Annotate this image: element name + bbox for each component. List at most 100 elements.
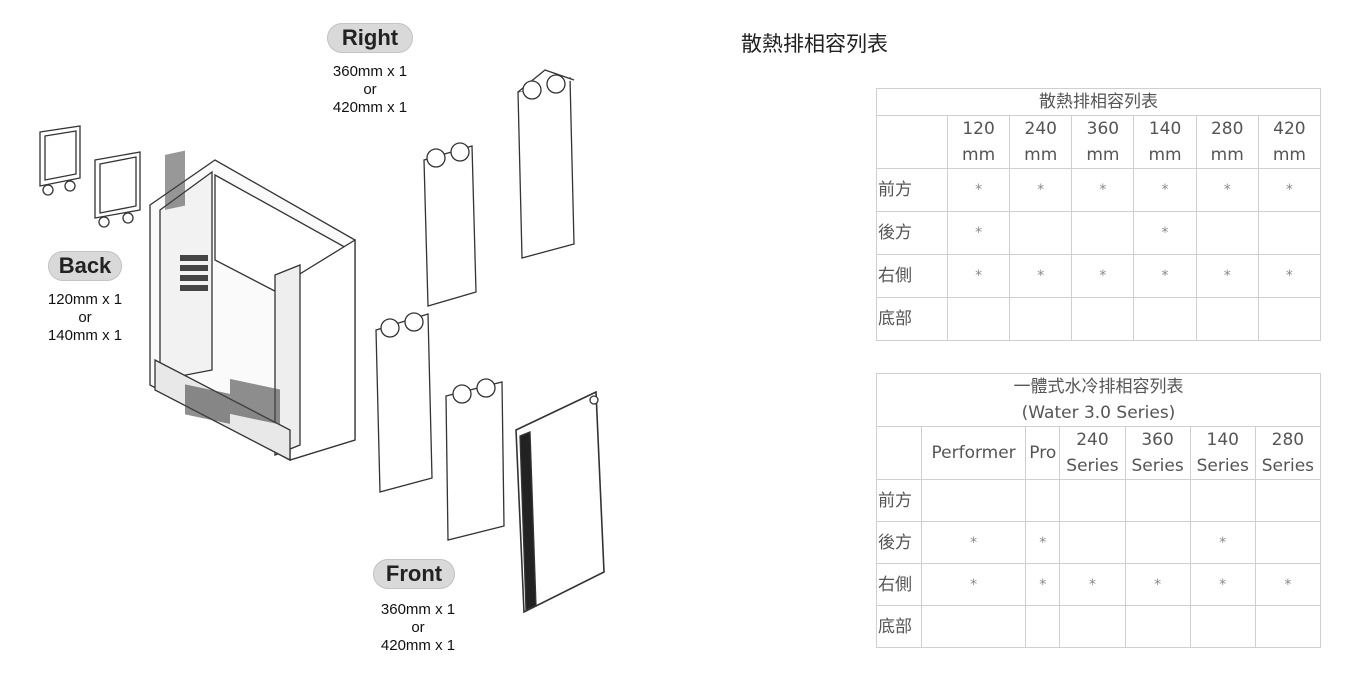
- front-label: Front: [373, 559, 455, 589]
- table2-col-header: Pro: [1025, 426, 1061, 480]
- back-fan-1: [39, 125, 81, 196]
- radiator-diagram: Right 360mm x 1 or 420mm x 1 Back 120mm …: [0, 0, 640, 686]
- table-cell: [1189, 605, 1256, 648]
- table-row: 底部: [876, 297, 1322, 341]
- front-spec-or: or: [411, 619, 425, 636]
- table-cell: [1189, 479, 1256, 522]
- table-cell: [1195, 297, 1259, 341]
- back-label: Back: [48, 251, 122, 281]
- table-cell: *: [1025, 521, 1061, 564]
- table-cell: [1071, 211, 1135, 255]
- table-cell: *: [1133, 211, 1197, 255]
- table-cell: *: [1189, 563, 1256, 606]
- table2-title: 一體式水冷排相容列表 (Water 3.0 Series): [876, 373, 1321, 427]
- row-label: 右側: [876, 254, 948, 298]
- table2-col-header: Performer: [920, 426, 1027, 480]
- table-cell: *: [1025, 563, 1061, 606]
- right-spec-line2: 420mm x 1: [332, 99, 408, 116]
- table-row: 底部: [876, 605, 1322, 648]
- table-cell: [1257, 211, 1322, 255]
- table2-title-line1: 一體式水冷排相容列表: [1013, 377, 1184, 397]
- front-spec: 360mm x 1 or 420mm x 1: [358, 601, 478, 655]
- front-radiator-420: [375, 312, 433, 493]
- table2-corner-cell: [876, 426, 922, 480]
- table-cell: [920, 479, 1027, 522]
- front-radiator-360: [445, 378, 505, 541]
- table-cell: *: [1195, 254, 1259, 298]
- table-cell: [1254, 521, 1322, 564]
- back-spec-line1: 120mm x 1: [47, 291, 123, 308]
- table-cell: *: [1195, 168, 1259, 212]
- table-row: 後方 * * *: [876, 521, 1322, 564]
- row-label: 前方: [876, 168, 948, 212]
- row-label: 底部: [876, 297, 948, 341]
- row-label: 後方: [876, 521, 922, 564]
- table-cell: [1124, 605, 1191, 648]
- table-cell: [1124, 479, 1191, 522]
- table-cell: *: [1257, 168, 1322, 212]
- front-panel: [515, 390, 605, 614]
- case-body: [149, 159, 356, 462]
- back-spec: 120mm x 1 or 140mm x 1: [25, 291, 145, 345]
- table-row: 右側 * * * * * *: [876, 563, 1322, 606]
- table-cell: [1009, 297, 1073, 341]
- table1-title: 散熱排相容列表: [876, 88, 1321, 116]
- table-cell: *: [1133, 168, 1197, 212]
- row-label: 前方: [876, 479, 922, 522]
- row-label: 底部: [876, 605, 922, 648]
- front-spec-line1: 360mm x 1: [380, 601, 456, 618]
- table-cell: [920, 605, 1027, 648]
- table-cell: *: [946, 211, 1011, 255]
- table-cell: *: [920, 563, 1027, 606]
- right-spec-or: or: [363, 81, 377, 98]
- table-row: 後方 * *: [876, 211, 1322, 255]
- back-spec-or: or: [78, 309, 92, 326]
- table-cell: *: [946, 168, 1011, 212]
- table-cell: [1025, 605, 1061, 648]
- back-spec-line2: 140mm x 1: [47, 327, 123, 344]
- right-label: Right: [327, 23, 413, 53]
- case-hatching: [165, 150, 280, 425]
- right-radiator-360: [423, 142, 477, 307]
- table-cell: *: [1009, 254, 1073, 298]
- table-cell: *: [1059, 563, 1126, 606]
- row-label: 右側: [876, 563, 922, 606]
- right-spec-line1: 360mm x 1: [332, 63, 408, 80]
- row-label: 後方: [876, 211, 948, 255]
- table-cell: *: [1009, 168, 1073, 212]
- table-cell: *: [1124, 563, 1191, 606]
- table-cell: [1257, 297, 1322, 341]
- table-cell: *: [1133, 254, 1197, 298]
- aio-compat-table: 一體式水冷排相容列表 (Water 3.0 Series) Performer …: [876, 373, 1322, 648]
- right-radiator-420: [517, 69, 575, 259]
- table-cell: [1071, 297, 1135, 341]
- table-cell: [1009, 211, 1073, 255]
- front-spec-line2: 420mm x 1: [380, 637, 456, 654]
- table-cell: [946, 297, 1011, 341]
- table-cell: [1059, 605, 1126, 648]
- table-cell: *: [1071, 254, 1135, 298]
- table-cell: *: [1189, 521, 1256, 564]
- back-fan-2: [94, 151, 141, 228]
- table-cell: [1059, 521, 1126, 564]
- table-cell: *: [1257, 254, 1322, 298]
- table2-title-line2: (Water 3.0 Series): [1021, 403, 1176, 423]
- table-cell: [1025, 479, 1061, 522]
- table-cell: *: [946, 254, 1011, 298]
- table-cell: [1124, 521, 1191, 564]
- case-illustration: [39, 69, 605, 614]
- table-cell: [1254, 479, 1322, 522]
- table-cell: *: [920, 521, 1027, 564]
- table-cell: [1059, 479, 1126, 522]
- table-cell: *: [1071, 168, 1135, 212]
